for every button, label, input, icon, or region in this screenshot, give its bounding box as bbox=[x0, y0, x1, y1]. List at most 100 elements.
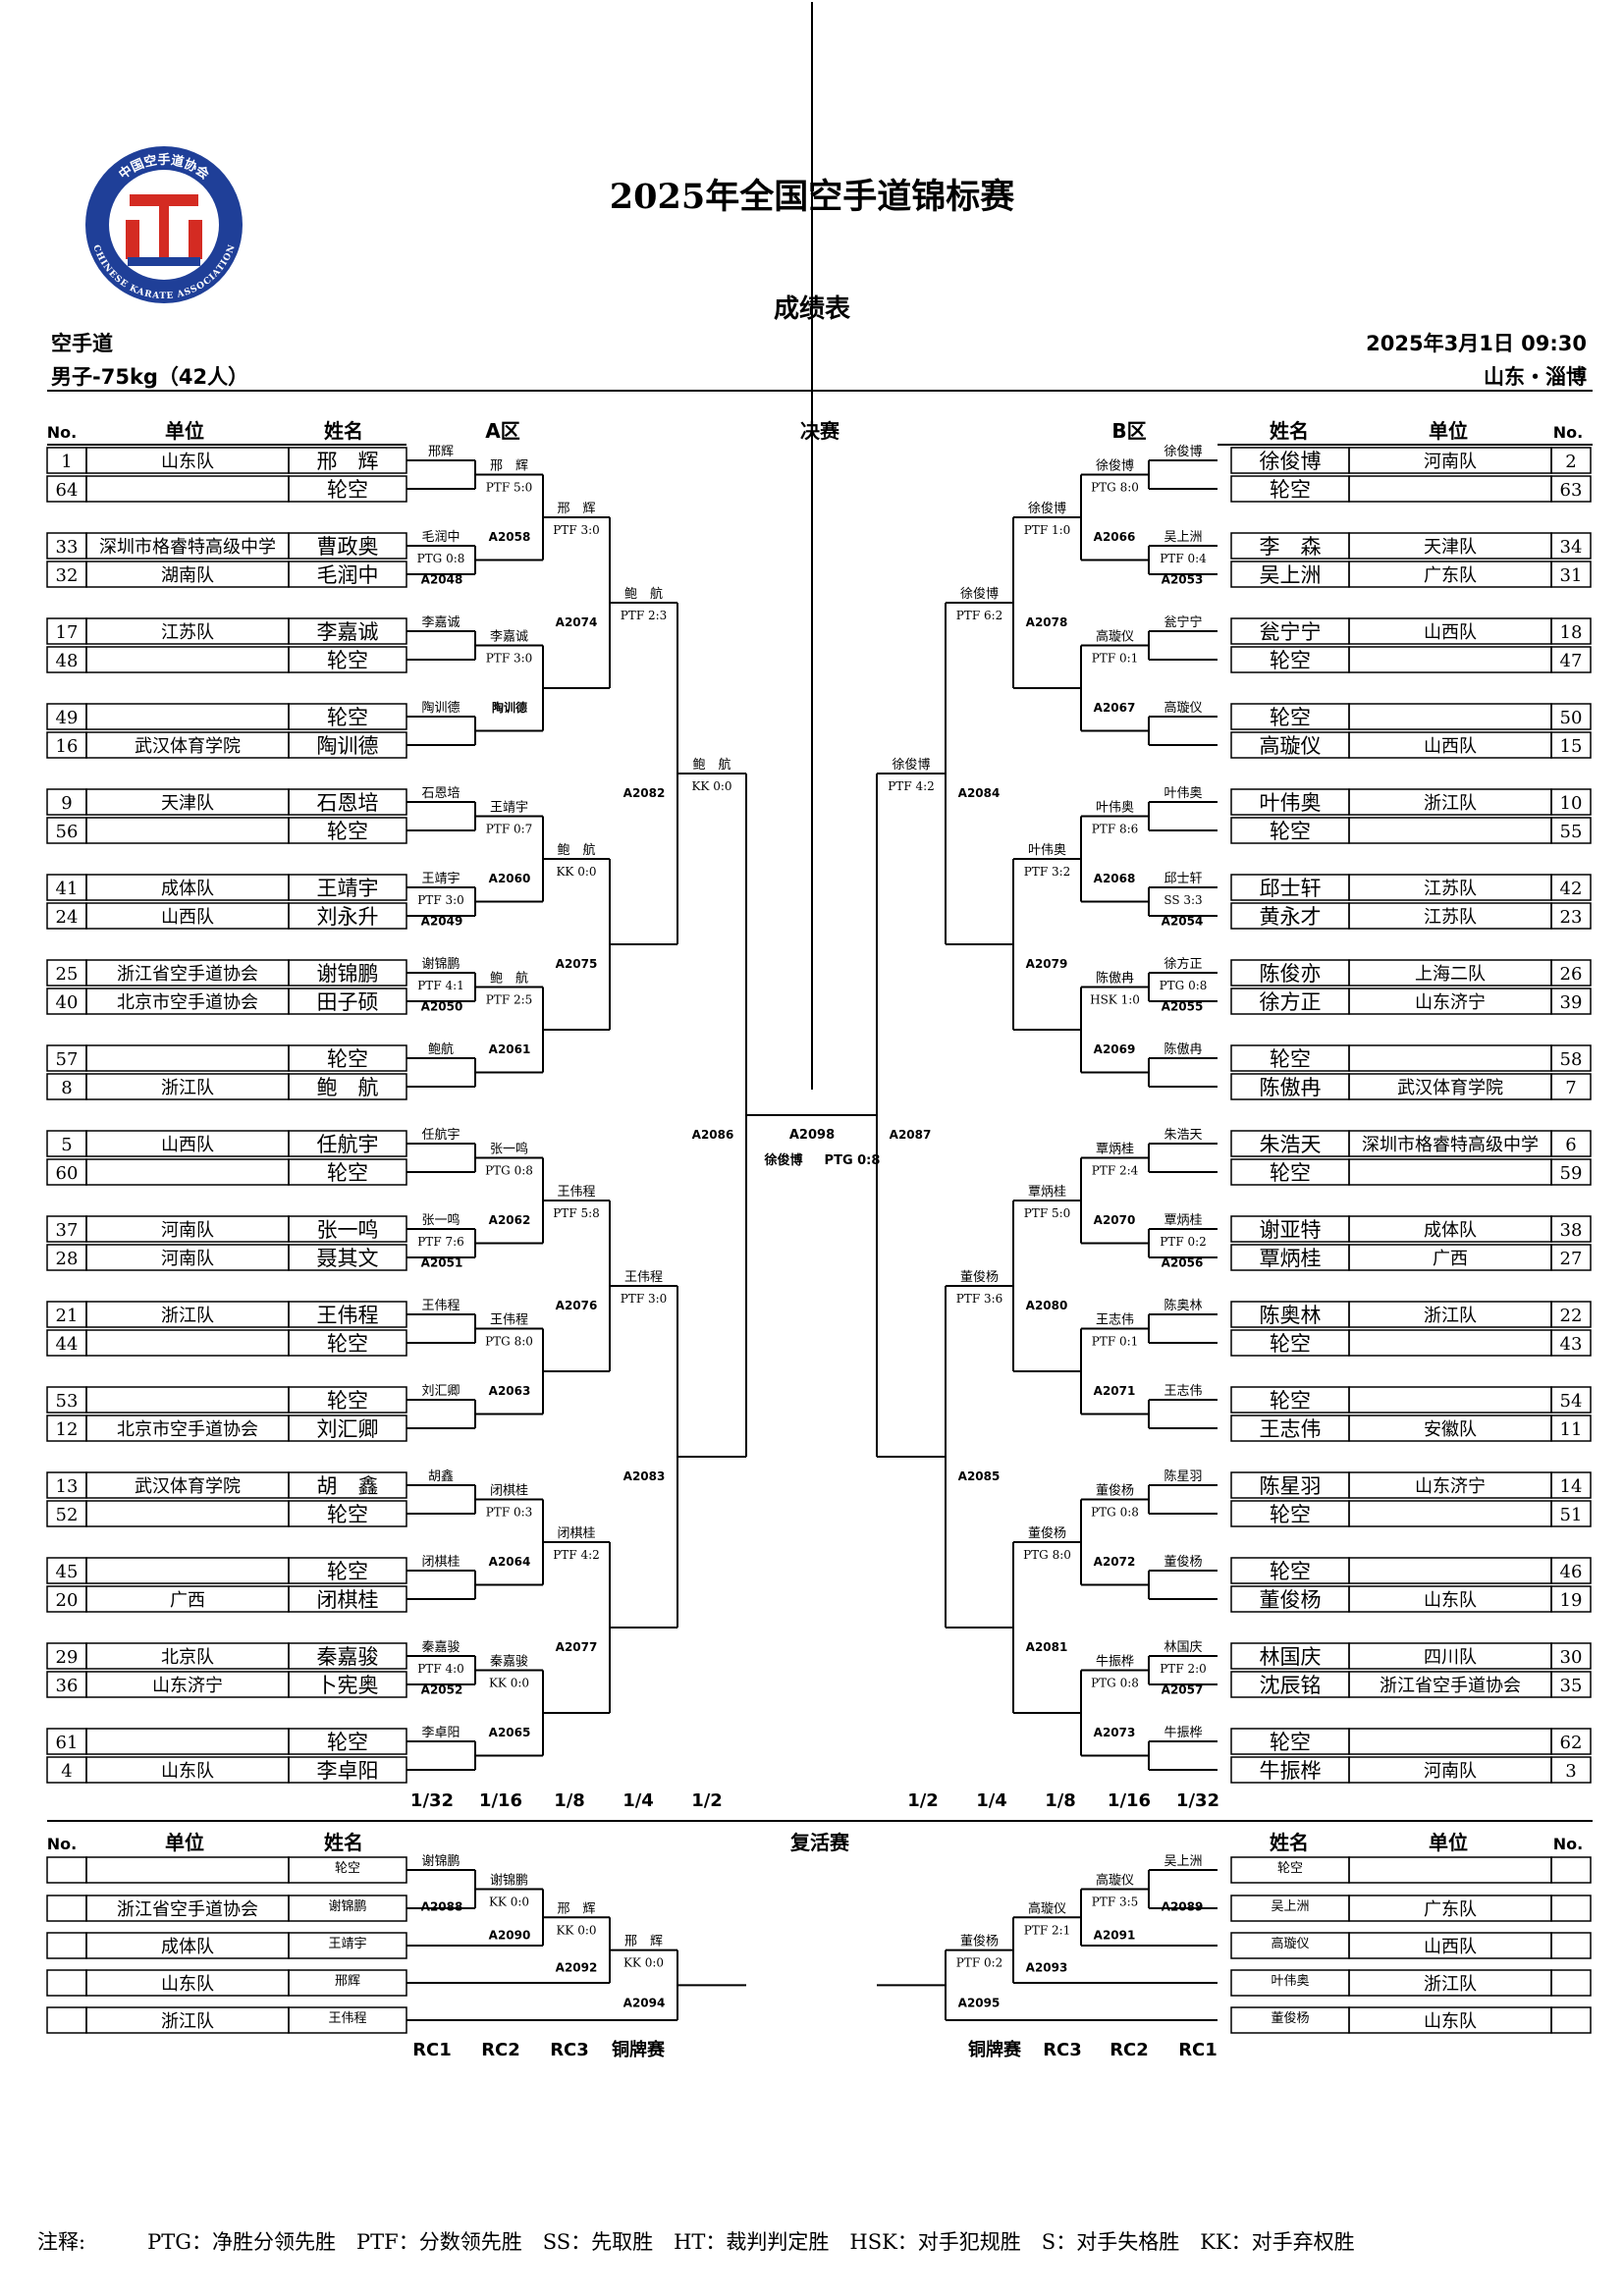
entry-name: 轮空 bbox=[327, 1389, 368, 1413]
entry-name: 李 森 bbox=[1260, 535, 1322, 559]
match-score: PTG 0:8 bbox=[1091, 1677, 1139, 1690]
entry-unit: 山西队 bbox=[161, 907, 214, 928]
entry-no: 58 bbox=[1560, 1049, 1583, 1070]
match-score: PTF 4:0 bbox=[417, 1662, 464, 1676]
entry-name: 轮空 bbox=[1270, 1161, 1311, 1185]
entry-name: 瓮宁宁 bbox=[1260, 620, 1322, 644]
entry-no: 12 bbox=[56, 1419, 79, 1440]
rep-unit-cell bbox=[1348, 1856, 1552, 1884]
entry-no-cell bbox=[1550, 1073, 1592, 1100]
round-label: 1/4 bbox=[623, 1790, 654, 1811]
match-score: PTG 8:0 bbox=[1023, 1548, 1071, 1562]
entry-unit: 河南队 bbox=[161, 1220, 214, 1241]
match-id: A2086 bbox=[692, 1128, 734, 1142]
entry-no-cell bbox=[1550, 447, 1592, 474]
entry-unit: 广东队 bbox=[1424, 565, 1477, 586]
match-id: A2061 bbox=[489, 1042, 531, 1056]
entry-unit-cell bbox=[85, 1500, 290, 1527]
entry-no: 26 bbox=[1560, 964, 1583, 985]
entry-no-cell bbox=[1550, 1215, 1592, 1243]
entry-no: 30 bbox=[1560, 1647, 1583, 1668]
match-id: A2080 bbox=[1026, 1299, 1068, 1312]
match-winner: 王靖宇 bbox=[421, 872, 460, 886]
entry-name: 轮空 bbox=[327, 820, 368, 843]
match-winner: 邢辉 bbox=[428, 445, 454, 459]
match-score: PTF 1:0 bbox=[1024, 523, 1071, 537]
match-winner: 董俊杨 bbox=[1028, 1526, 1066, 1541]
entry-no: 50 bbox=[1560, 708, 1583, 728]
match-score: PTF 0:4 bbox=[1160, 552, 1207, 565]
entry-name: 轮空 bbox=[1270, 706, 1311, 729]
match-id: A2056 bbox=[1162, 1256, 1204, 1270]
final-winner: 徐俊博 bbox=[763, 1152, 802, 1168]
col-header-no: No. bbox=[47, 423, 77, 442]
entry-unit-cell bbox=[85, 817, 290, 844]
rep-score: PTF 0:2 bbox=[956, 1956, 1003, 1970]
match-winner: 王伟程 bbox=[421, 1299, 460, 1313]
match-score: PTF 4:1 bbox=[417, 979, 464, 992]
entry-unit: 山东队 bbox=[1424, 1590, 1477, 1611]
entry-unit: 武汉体育学院 bbox=[135, 736, 241, 757]
match-id: A2064 bbox=[489, 1555, 531, 1569]
entry-name: 轮空 bbox=[327, 1332, 368, 1356]
entry-unit: 河南队 bbox=[1424, 1761, 1477, 1782]
rep-unit: 山东队 bbox=[1424, 2011, 1477, 2032]
entry-name: 轮空 bbox=[1270, 1503, 1311, 1526]
match-winner: 王伟程 bbox=[557, 1185, 595, 1200]
rep-round-label: 铜牌赛 bbox=[968, 2039, 1022, 2060]
rep-no-cell bbox=[1550, 2006, 1592, 2034]
match-winner: 鲍 航 bbox=[557, 842, 595, 858]
match-winner: 覃炳桂 bbox=[1164, 1213, 1202, 1228]
zone-a-label: A区 bbox=[485, 419, 519, 443]
entry-unit-cell bbox=[1348, 475, 1552, 503]
entry-unit: 江苏队 bbox=[1424, 879, 1477, 899]
match-score: PTF 0:1 bbox=[1092, 1335, 1139, 1349]
rep-match-id: A2092 bbox=[556, 1961, 598, 1975]
match-winner: 秦嘉骏 bbox=[490, 1655, 528, 1670]
entry-no: 51 bbox=[1560, 1505, 1583, 1525]
rep-unit: 山西队 bbox=[1424, 1937, 1477, 1957]
match-winner: 石恩培 bbox=[421, 785, 460, 801]
entry-no: 64 bbox=[56, 480, 79, 501]
entry-no-cell bbox=[1550, 1158, 1592, 1186]
match-winner: 毛润中 bbox=[421, 530, 460, 545]
entry-no: 56 bbox=[56, 822, 79, 842]
rep-name: 谢锦鹏 bbox=[328, 1898, 366, 1914]
entry-name: 陈傲冉 bbox=[1260, 1076, 1322, 1099]
entry-no: 46 bbox=[1560, 1562, 1583, 1582]
entry-unit: 北京市空手道协会 bbox=[117, 1419, 258, 1440]
match-winner: 刘汇卿 bbox=[421, 1384, 460, 1399]
rep-no-cell bbox=[46, 1969, 87, 1997]
match-score: PTF 3:0 bbox=[417, 893, 464, 907]
entry-unit: 天津队 bbox=[161, 793, 214, 814]
entry-no-cell bbox=[1550, 874, 1592, 901]
entry-unit-cell bbox=[1348, 703, 1552, 730]
entry-no-cell bbox=[1550, 1471, 1592, 1499]
round-label: 1/2 bbox=[907, 1790, 939, 1811]
final-score: PTG 0:8 bbox=[825, 1153, 881, 1168]
match-winner: 吴上洲 bbox=[1164, 530, 1202, 545]
col-header-name: 姓名 bbox=[1270, 419, 1309, 443]
rep-winner: 邢 辉 bbox=[624, 1935, 663, 1949]
rep-round-label: RC3 bbox=[550, 2040, 589, 2060]
entry-unit: 山东队 bbox=[161, 452, 214, 472]
match-winner: 陶训德 bbox=[421, 700, 460, 716]
entry-unit: 浙江队 bbox=[161, 1306, 214, 1326]
match-id: A2081 bbox=[1026, 1640, 1068, 1654]
rep-winner: 邢 辉 bbox=[557, 1901, 595, 1916]
entry-unit: 山西队 bbox=[161, 1135, 214, 1155]
match-score: PTF 6:2 bbox=[956, 609, 1003, 622]
entry-unit: 武汉体育学院 bbox=[135, 1476, 241, 1497]
match-score: PTF 0:2 bbox=[1160, 1235, 1207, 1249]
match-id: A2077 bbox=[556, 1640, 598, 1654]
match-winner: 林国庆 bbox=[1164, 1640, 1202, 1655]
match-score: SS 3:3 bbox=[1164, 893, 1202, 907]
match-winner: 邢 辉 bbox=[490, 459, 528, 474]
match-winner: 胡鑫 bbox=[428, 1468, 454, 1484]
entry-no: 52 bbox=[56, 1505, 79, 1525]
entry-unit-cell bbox=[85, 1329, 290, 1357]
match-id: A2052 bbox=[421, 1683, 463, 1697]
match-winner: 董俊杨 bbox=[1096, 1484, 1134, 1499]
match-score: PTF 2:3 bbox=[621, 609, 668, 622]
match-score: PTG 8:0 bbox=[485, 1335, 533, 1349]
